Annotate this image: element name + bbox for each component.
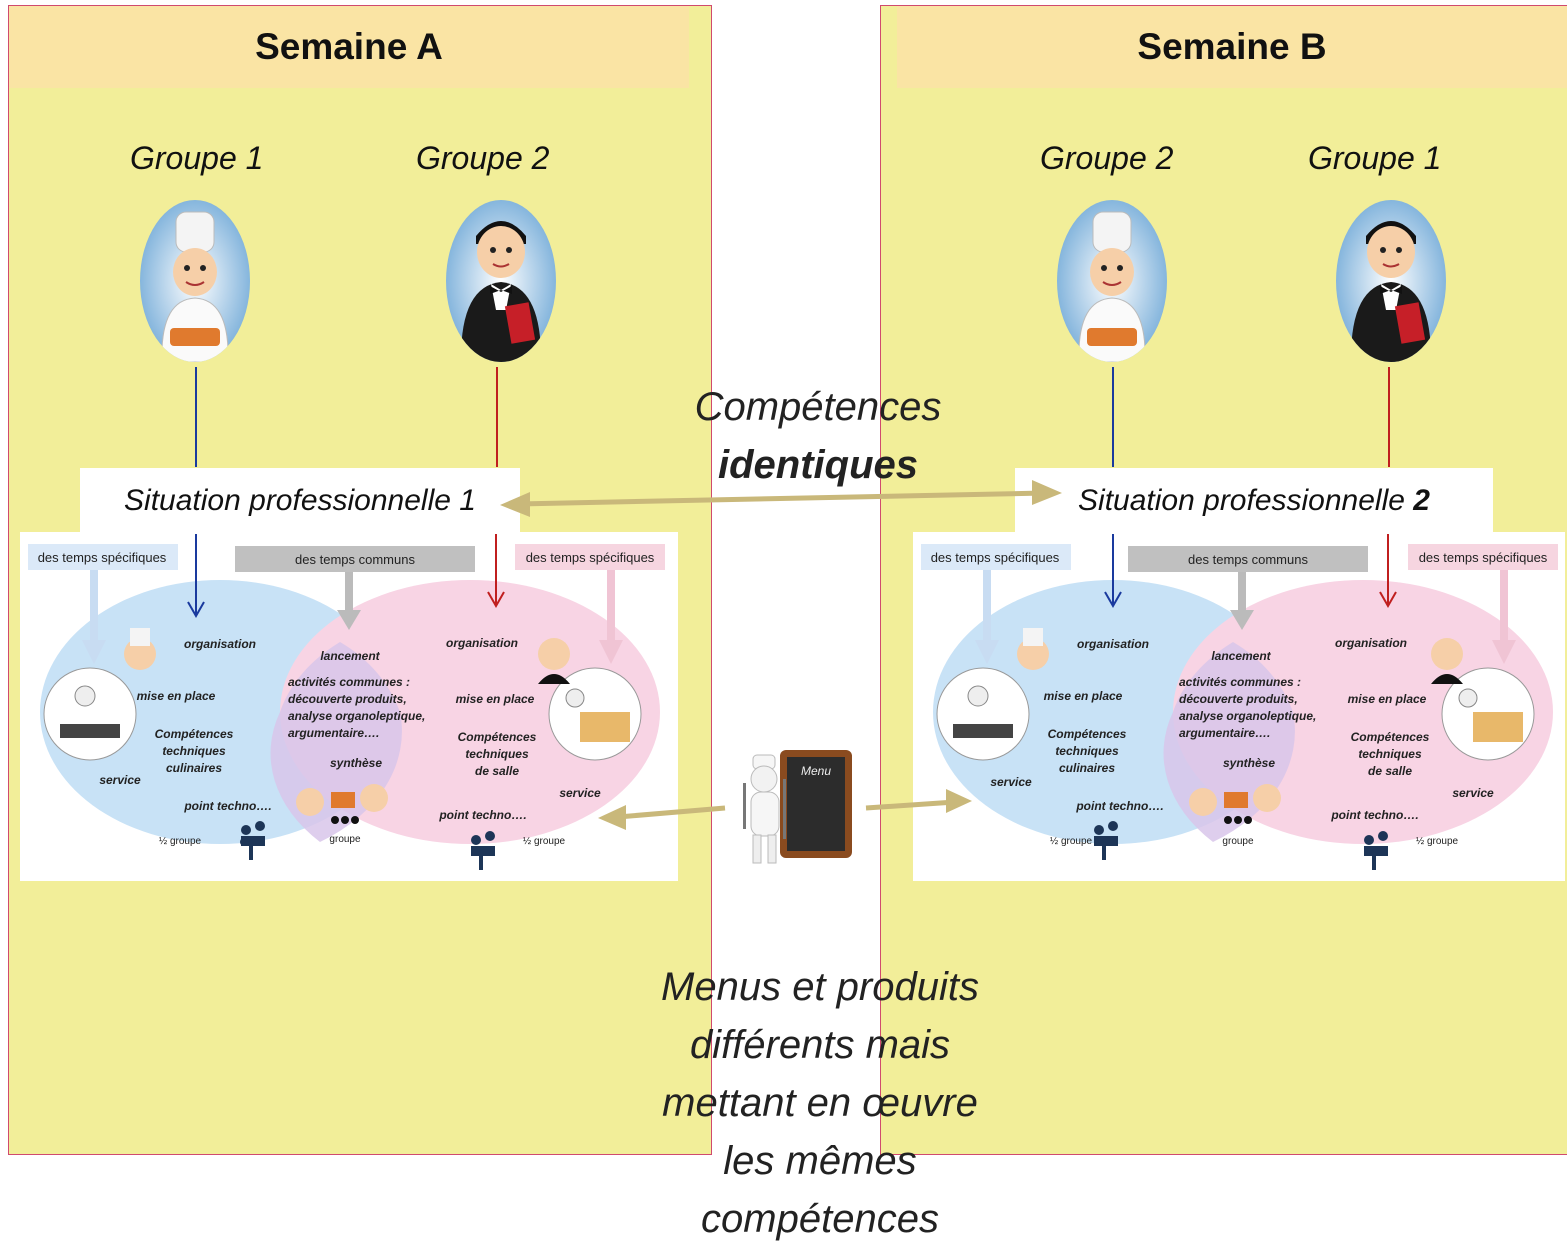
diagram-b-service-left: service bbox=[990, 775, 1032, 789]
diagram-a-lancement: lancement bbox=[320, 649, 380, 663]
week-a-situation: Situation professionnelle 1 bbox=[80, 468, 520, 534]
diagram-b-mise-left: mise en place bbox=[1044, 689, 1123, 703]
meeting-group-icon bbox=[1364, 831, 1388, 870]
week-b-situation: Situation professionnelle 2 bbox=[1015, 468, 1493, 534]
week-a-group-right: Groupe 2 bbox=[416, 140, 550, 176]
week-b-title: Semaine B bbox=[897, 6, 1567, 88]
week-a-group-left: Groupe 1 bbox=[130, 140, 264, 176]
week-b-group-right: Groupe 1 bbox=[1308, 140, 1442, 176]
diagram-a-half-left: ½ groupe bbox=[159, 836, 202, 847]
week-a-diagram: des temps spécifiques des temps communs … bbox=[20, 532, 678, 881]
week-b-blue-connector bbox=[1112, 367, 1114, 467]
waiter-icon bbox=[1336, 200, 1446, 362]
diagram-a-service-right: service bbox=[559, 786, 601, 800]
diagram-b-comp-left-3: culinaires bbox=[1059, 761, 1115, 775]
week-b-situation-text: Situation professionnelle bbox=[1078, 484, 1414, 517]
menus-line5: compétences bbox=[701, 1197, 939, 1241]
diagram-a-activites-2: découverte produits, bbox=[288, 692, 407, 706]
week-b-red-connector bbox=[1388, 367, 1390, 467]
chef-icon bbox=[1057, 200, 1167, 362]
diagram-a-activites-4: argumentaire…. bbox=[288, 726, 379, 740]
diagram-a-mise-left: mise en place bbox=[137, 689, 216, 703]
diagram-b-service-right: service bbox=[1452, 786, 1494, 800]
diagram-b-common: des temps communs bbox=[1188, 552, 1308, 567]
diagram-a-comp-right-3: de salle bbox=[475, 764, 519, 778]
diagram-b-activites-2: découverte produits, bbox=[1179, 692, 1298, 706]
diagram-a-specific-right: des temps spécifiques bbox=[526, 550, 655, 565]
diagram-b-comp-left-1: Compétences bbox=[1048, 727, 1127, 741]
meeting-group-icon bbox=[1094, 821, 1118, 860]
diagram-a-comp-left-3: culinaires bbox=[166, 761, 222, 775]
week-a-title: Semaine A bbox=[9, 6, 689, 88]
diagram-a-organisation-right: organisation bbox=[446, 636, 518, 650]
diagram-b-synthese: synthèse bbox=[1223, 756, 1275, 770]
menu-board-label: Menu bbox=[801, 764, 831, 778]
diagram-a-comp-left-2: techniques bbox=[162, 744, 226, 758]
diagram-b-mise-right: mise en place bbox=[1348, 692, 1427, 706]
week-b-situation-number: 2 bbox=[1413, 484, 1430, 517]
menus-label: Menus et produits différents mais mettan… bbox=[620, 958, 1020, 1248]
diagram-b-specific-left: des temps spécifiques bbox=[931, 550, 1060, 565]
diagram-b-activites-1: activités communes : bbox=[1179, 675, 1301, 689]
week-a-situation-text: Situation professionnelle 1 bbox=[124, 484, 476, 517]
diagram-b-activites-3: analyse organoleptique, bbox=[1179, 709, 1316, 723]
diagram-a-comp-right-1: Compétences bbox=[458, 730, 537, 744]
diagram-a-point-left: point techno…. bbox=[183, 799, 271, 813]
chef-icon bbox=[140, 200, 250, 362]
diagram-b-comp-right-1: Compétences bbox=[1351, 730, 1430, 744]
competences-label: Compétences identiques bbox=[668, 378, 968, 494]
waiter-icon bbox=[446, 200, 556, 362]
diagram-b-specific-right: des temps spécifiques bbox=[1419, 550, 1548, 565]
diagram-b-organisation-left: organisation bbox=[1077, 637, 1149, 651]
menus-line1: Menus et produits bbox=[661, 965, 979, 1009]
menus-line4: les mêmes bbox=[723, 1139, 917, 1183]
competences-line1: Compétences bbox=[694, 385, 942, 429]
diagram-a-organisation-left: organisation bbox=[184, 637, 256, 651]
week-a-blue-connector bbox=[195, 367, 197, 467]
diagram-b-lancement: lancement bbox=[1211, 649, 1271, 663]
diagram-b-comp-left-2: techniques bbox=[1055, 744, 1119, 758]
diagram-a-mise-right: mise en place bbox=[456, 692, 535, 706]
diagram-b-organisation-right: organisation bbox=[1335, 636, 1407, 650]
diagram-a-comp-right-2: techniques bbox=[465, 747, 529, 761]
menus-line3: mettant en œuvre bbox=[662, 1081, 978, 1125]
diagram-b-comp-right-2: techniques bbox=[1358, 747, 1422, 761]
meeting-group-icon bbox=[471, 831, 495, 870]
competences-line2: identiques bbox=[717, 443, 919, 487]
menus-line2: différents mais bbox=[689, 1023, 951, 1067]
diagram-b-activites-4: argumentaire…. bbox=[1179, 726, 1270, 740]
diagram-b-point-right: point techno…. bbox=[1330, 808, 1418, 822]
diagram-b-point-left: point techno…. bbox=[1075, 799, 1163, 813]
week-a-red-connector bbox=[496, 367, 498, 467]
week-b-diagram: des temps spécifiques des temps communs … bbox=[913, 532, 1565, 881]
diagram-b-half-left: ½ groupe bbox=[1050, 836, 1093, 847]
diagram-a-half-right: ½ groupe bbox=[523, 836, 566, 847]
diagram-a-specific-left: des temps spécifiques bbox=[38, 550, 167, 565]
meeting-group-icon bbox=[240, 821, 265, 860]
diagram-a-activites-1: activités communes : bbox=[288, 675, 410, 689]
diagram-a-point-right: point techno…. bbox=[438, 808, 526, 822]
diagram-b-groupe: groupe bbox=[1222, 836, 1254, 847]
diagram-a-service-left: service bbox=[99, 773, 141, 787]
diagram-a-synthese: synthèse bbox=[330, 756, 382, 770]
diagram-b-half-right: ½ groupe bbox=[1416, 836, 1459, 847]
diagram-a-comp-left-1: Compétences bbox=[155, 727, 234, 741]
diagram-a-groupe: groupe bbox=[329, 834, 361, 845]
week-b-group-left: Groupe 2 bbox=[1040, 140, 1174, 176]
menu-board-icon: Menu bbox=[735, 745, 860, 870]
diagram-b-comp-right-3: de salle bbox=[1368, 764, 1412, 778]
diagram-a-common: des temps communs bbox=[295, 552, 415, 567]
diagram-a-activites-3: analyse organoleptique, bbox=[288, 709, 425, 723]
